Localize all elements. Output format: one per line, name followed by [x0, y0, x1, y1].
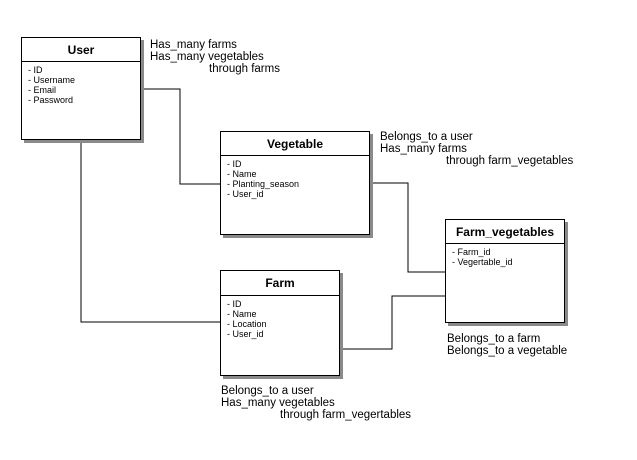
attribute: - Name [227, 309, 257, 319]
note-line: Has_many farms [150, 39, 237, 51]
attribute: - Farm_id [452, 247, 491, 257]
note-line: Belongs_to a farm [447, 333, 541, 345]
note-line: through farm_vegertables [280, 409, 412, 421]
entity-farm[interactable]: Farm - ID - Name - Location - User_id [220, 270, 340, 376]
attribute-list: - ID - Username - Email - Password [22, 62, 140, 105]
attribute: - Name [227, 169, 257, 179]
entity-farm-vegetables[interactable]: Farm_vegetables - Farm_id - Vegertable_i… [445, 219, 565, 323]
attribute: - User_id [227, 329, 264, 339]
attribute: - Planting_season [227, 179, 300, 189]
attribute: - ID [227, 159, 242, 169]
entity-title: Farm_vegetables [446, 220, 564, 244]
attribute: - Password [28, 95, 74, 105]
note-user: Has_many farms Has_many vegetables throu… [150, 39, 280, 75]
attribute: - ID [227, 299, 242, 309]
attribute: - Location [227, 319, 267, 329]
note-line: Has_many vegetables [150, 51, 264, 63]
entity-title: User [22, 38, 140, 62]
attribute-list: - ID - Name - Planting_season - User_id [221, 156, 369, 199]
entity-user[interactable]: User - ID - Username - Email - Password [21, 37, 141, 140]
note-line: Has_many farms [380, 143, 467, 155]
entity-title: Vegetable [221, 132, 369, 156]
entity-title: Farm [221, 271, 339, 296]
note-line: Belongs_to a user [380, 131, 473, 143]
note-farm-vegetables: Belongs_to a farm Belongs_to a vegetable [447, 333, 567, 357]
connector-user-vegetable [141, 88, 220, 185]
note-line: Belongs_to a vegetable [447, 345, 568, 357]
connector-farm-farmveg [340, 295, 445, 350]
connector-vegetable-farmveg [370, 182, 445, 273]
note-farm: Belongs_to a user Has_many vegetables th… [221, 385, 411, 421]
note-line: Belongs_to a user [221, 385, 314, 397]
attribute-list: - ID - Name - Location - User_id [221, 296, 339, 339]
note-vegetable: Belongs_to a user Has_many farms through… [380, 131, 573, 167]
attribute: - Email [28, 85, 57, 95]
attribute: - Username [28, 75, 76, 85]
attribute: - Vegertable_id [452, 257, 513, 267]
attribute: - ID [28, 65, 43, 75]
attribute: - User_id [227, 189, 264, 199]
note-line: through farm_vegetables [446, 155, 574, 167]
note-line: Has_many vegetables [221, 397, 335, 409]
note-line: through farms [209, 63, 280, 75]
connector-user-farm [80, 140, 220, 323]
entity-vegetable[interactable]: Vegetable - ID - Name - Planting_season … [220, 131, 370, 235]
attribute-list: - Farm_id - Vegertable_id [446, 244, 564, 267]
